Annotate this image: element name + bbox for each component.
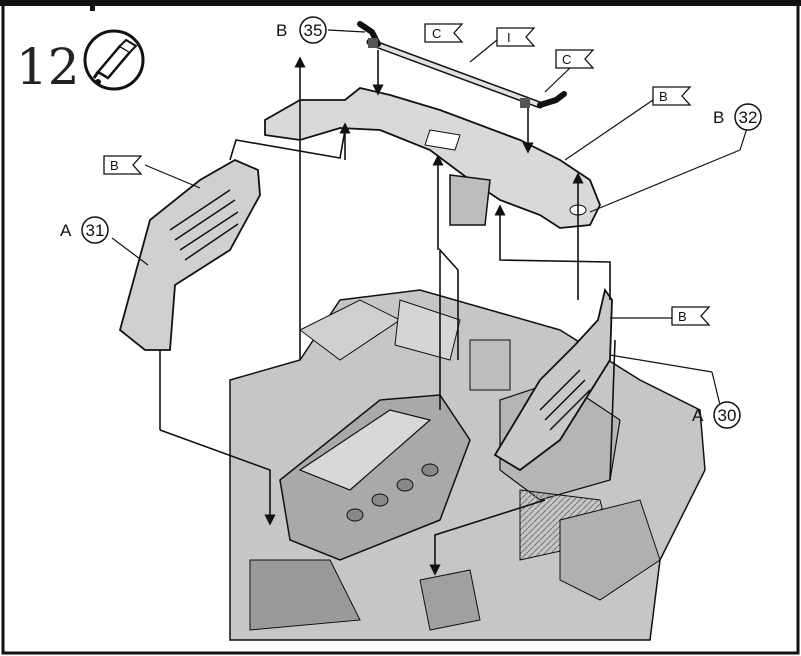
svg-text:I: I: [507, 30, 511, 45]
flag-i: I: [496, 27, 536, 47]
line-engine-frame: [439, 247, 459, 410]
svg-text:B: B: [659, 89, 668, 104]
top-bar: [0, 0, 801, 6]
svg-text:31: 31: [86, 221, 105, 240]
frame-bar-part: [264, 87, 601, 229]
svg-text:B: B: [713, 108, 724, 127]
flag-b-right-top: B: [652, 86, 692, 106]
line-31-frame: [229, 129, 346, 161]
svg-text:B: B: [110, 158, 119, 173]
svg-text:C: C: [432, 26, 441, 41]
svg-text:A: A: [692, 406, 704, 425]
part-label-b35: B 35: [276, 16, 327, 44]
part-label-b32: B 32: [713, 103, 762, 131]
assembly-lines: [159, 50, 616, 576]
line-30-side: [609, 339, 616, 481]
flag-c-top: C: [424, 23, 464, 43]
part-label-a31: A 31: [60, 216, 109, 244]
svg-text:C: C: [562, 52, 571, 67]
svg-text:32: 32: [739, 108, 758, 127]
left-duct-part: [118, 158, 261, 351]
step-number: 12: [16, 38, 80, 96]
right-duct-part: [493, 287, 613, 472]
engine-bay: [229, 289, 706, 641]
flag-c-right: C: [555, 49, 595, 69]
rod-part: [357, 21, 567, 109]
leader-lines: [111, 29, 749, 406]
svg-text:A: A: [60, 221, 72, 240]
line-30-frame: [499, 240, 611, 300]
top-tick: [90, 0, 95, 11]
part-label-a30: A 30: [692, 401, 741, 429]
svg-text:12: 12: [16, 38, 80, 96]
svg-text:35: 35: [304, 21, 323, 40]
flag-b-right-bottom: B: [671, 306, 711, 326]
svg-text:B: B: [276, 21, 287, 40]
glue-tube-icon: [83, 29, 145, 91]
arrow-31-path: [159, 429, 276, 526]
arrow-30-path: [429, 499, 546, 576]
flag-b-left: B: [103, 155, 143, 175]
svg-text:B: B: [678, 309, 687, 324]
svg-text:30: 30: [718, 406, 737, 425]
